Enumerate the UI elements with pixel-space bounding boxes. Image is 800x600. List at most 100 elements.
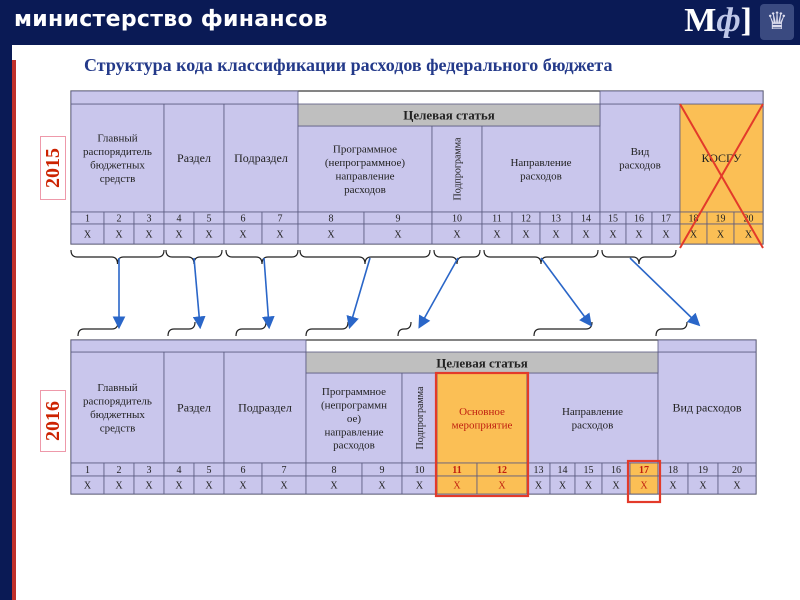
brace-2015-2 <box>225 249 299 265</box>
cell-2015-subprogram <box>431 125 483 213</box>
num-label-2016-15: 15 <box>584 465 594 476</box>
x-label-2015-7: Х <box>276 230 284 241</box>
brace-2016-5 <box>533 321 593 337</box>
x-label-2015-19: Х <box>717 230 725 241</box>
x-label-2016-19: Х <box>699 481 707 492</box>
label-2016-target-article: Целевая статья <box>436 356 528 371</box>
cell-2015-program <box>297 125 433 213</box>
brace-2016-4 <box>397 321 412 337</box>
cell-2015-target-article <box>297 103 601 127</box>
x-label-2016-10: Х <box>416 481 424 492</box>
label-2015-subprogram: Подпрограмма <box>453 137 464 201</box>
num-label-2015-18: 18 <box>689 214 699 225</box>
mapping-arrow-6 <box>629 257 701 327</box>
x-label-2015-15: Х <box>609 230 617 241</box>
num-label-2016-11: 11 <box>452 465 461 476</box>
cell-2016-expense_type <box>657 351 757 464</box>
num-label-2016-17: 17 <box>639 465 649 476</box>
brace-2015-4 <box>433 249 481 265</box>
brace-2016-2 <box>235 321 267 337</box>
num-label-2016-16: 16 <box>611 465 621 476</box>
x-label-2015-10: Х <box>453 230 461 241</box>
num-label-2016-8: 8 <box>332 465 337 476</box>
num-label-2016-12: 12 <box>497 465 507 476</box>
cell-2016-subprogram <box>401 372 438 464</box>
x-label-2016-6: Х <box>239 481 247 492</box>
num-label-2015-10: 10 <box>452 214 462 225</box>
x-label-2015-18: Х <box>690 230 698 241</box>
num-label-2016-3: 3 <box>147 465 152 476</box>
label-2016-subsection: Подраздел <box>238 401 292 415</box>
cell-2015-section <box>163 103 225 213</box>
x-2016-20 <box>717 475 757 495</box>
num-label-2016-7: 7 <box>282 465 287 476</box>
num-label-2016-19: 19 <box>698 465 708 476</box>
label-2015-section: Раздел <box>177 151 211 165</box>
num-label-2015-4: 4 <box>177 214 182 225</box>
num-label-2015-2: 2 <box>117 214 122 225</box>
ministry-name: министерство финансов <box>14 7 328 32</box>
mapping-arrow-4 <box>418 257 459 329</box>
x-label-2016-12: Х <box>498 481 506 492</box>
x-label-2015-2: Х <box>115 230 123 241</box>
num-label-2015-15: 15 <box>608 214 618 225</box>
num-label-2015-5: 5 <box>207 214 212 225</box>
label-2015-kosgu: КОСГУ <box>702 151 742 165</box>
x-label-2015-20: Х <box>745 230 753 241</box>
x-label-2015-11: Х <box>493 230 501 241</box>
x-label-2016-7: Х <box>280 481 288 492</box>
num-label-2016-18: 18 <box>668 465 678 476</box>
ministry-logo: Мф] <box>684 2 752 40</box>
num-label-2016-10: 10 <box>415 465 425 476</box>
num-label-2015-1: 1 <box>85 214 90 225</box>
num-label-2015-11: 11 <box>492 214 502 225</box>
label-2016-expense_type: Вид расходов <box>673 401 742 415</box>
x-label-2016-9: Х <box>378 481 386 492</box>
mapping-arrow-5 <box>540 257 592 327</box>
brace-2015-5 <box>483 249 599 265</box>
x-label-2016-1: Х <box>84 481 92 492</box>
mapping-arrow-1 <box>192 257 206 330</box>
num-label-2015-19: 19 <box>716 214 726 225</box>
x-label-2015-14: Х <box>582 230 590 241</box>
x-label-2016-11: Х <box>453 481 461 492</box>
num-label-2015-7: 7 <box>278 214 283 225</box>
num-label-2016-13: 13 <box>534 465 544 476</box>
kosgu-cross-line-b <box>679 103 764 249</box>
num-label-2015-16: 16 <box>634 214 644 225</box>
num-label-2016-1: 1 <box>85 465 90 476</box>
cell-2016-program <box>305 372 403 464</box>
cell-2015-expense_type <box>599 103 681 213</box>
x-label-2016-18: Х <box>669 481 677 492</box>
side-stripe <box>0 45 12 600</box>
mapping-arrow-3 <box>346 257 371 330</box>
x-label-2015-8: Х <box>327 230 335 241</box>
num-label-2016-5: 5 <box>207 465 212 476</box>
label-2015-subsection: Подраздел <box>234 151 288 165</box>
x-label-2016-4: Х <box>175 481 183 492</box>
num-label-2016-14: 14 <box>558 465 568 476</box>
num-label-2016-6: 6 <box>241 465 246 476</box>
brace-2016-3 <box>305 321 349 337</box>
brace-2016-1 <box>167 321 196 337</box>
strip-2015-right <box>599 90 764 105</box>
x-label-2016-16: Х <box>612 481 620 492</box>
x-label-2015-9: Х <box>394 230 402 241</box>
x-label-2016-13: Х <box>535 481 543 492</box>
x-label-2015-12: Х <box>522 230 530 241</box>
num-label-2015-8: 8 <box>329 214 334 225</box>
num-label-2016-4: 4 <box>177 465 182 476</box>
label-2016-subprogram: Подпрограмма <box>415 386 426 450</box>
brace-2016-0 <box>77 321 119 337</box>
num-label-2016-20: 20 <box>732 465 742 476</box>
eagle-emblem-icon: ♛ <box>760 4 794 40</box>
num-label-2015-13: 13 <box>551 214 561 225</box>
x-label-2015-17: Х <box>662 230 670 241</box>
x-label-2015-13: Х <box>552 230 560 241</box>
